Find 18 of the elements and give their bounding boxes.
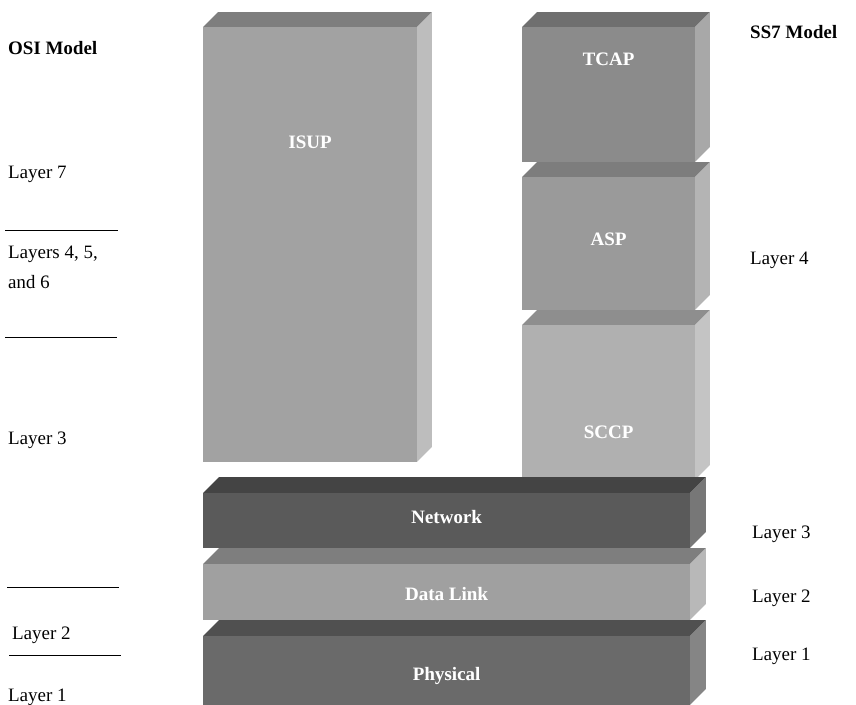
layer-label: Layer 3	[8, 427, 67, 451]
model-heading: SS7 Model	[750, 21, 838, 45]
layer-label: Layer 2	[12, 622, 71, 646]
layer-label: Layer 7	[8, 161, 67, 185]
model-heading: OSI Model	[8, 37, 98, 61]
layer-name: Data Link	[404, 584, 489, 606]
layer-label: Layer 4	[750, 247, 809, 271]
layer-label: Layer 3	[752, 521, 811, 545]
layer-label: Layers 4, 5, and 6	[8, 241, 99, 295]
layer-name: Network	[410, 507, 483, 529]
layer-label: Layer 1	[752, 643, 811, 667]
layer-name: ASP	[590, 229, 628, 251]
layer-name: SCCP	[582, 422, 634, 444]
layer-name: Physical	[412, 664, 482, 686]
layer-name: TCAP	[582, 49, 636, 71]
layer-name: ISUP	[287, 132, 333, 154]
layer-label: Layer 2	[752, 585, 811, 609]
layer-label: Layer 1	[8, 684, 67, 705]
